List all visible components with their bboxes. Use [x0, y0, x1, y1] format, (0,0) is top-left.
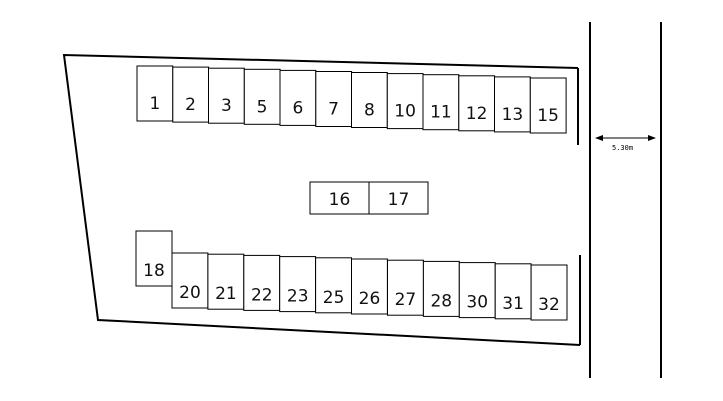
parking-space-number: 15: [537, 106, 559, 126]
parking-space-number: 18: [143, 261, 165, 281]
parking-space-number: 31: [502, 294, 524, 314]
parking-space: [529, 77, 567, 134]
parking-space: [136, 65, 174, 122]
parking-space-number: 10: [394, 102, 416, 122]
parking-space: [351, 258, 388, 315]
parking-space-number: 8: [364, 101, 375, 121]
dimension-arrow-right: [648, 135, 656, 141]
parking-space-side-group: 18: [135, 230, 173, 287]
parking-space: [458, 262, 496, 319]
parking-space-number: 12: [466, 104, 488, 124]
parking-space-number: 30: [466, 293, 488, 313]
parking-space: [494, 76, 531, 133]
parking-space-number: 17: [388, 190, 410, 210]
dimension-arrow-left: [595, 135, 603, 141]
parking-space-number: 13: [502, 105, 524, 125]
parking-space: [351, 72, 388, 128]
parking-space-number: 6: [292, 98, 303, 118]
parking-space-number: 3: [221, 96, 232, 116]
parking-space-number: 23: [287, 287, 309, 307]
parking-space: [422, 260, 460, 317]
parking-space: [279, 69, 317, 126]
parking-space: [368, 181, 429, 215]
parking-space-number: 1: [149, 94, 160, 114]
lot-boundary: [62, 53, 581, 346]
parking-space: [207, 253, 245, 310]
parking-space-number: 26: [359, 289, 381, 309]
parking-space: [315, 71, 353, 127]
parking-space: [243, 254, 281, 311]
parking-space-number: 22: [251, 285, 273, 305]
parking-space: [243, 68, 281, 125]
parking-space-number: 27: [395, 290, 417, 310]
parking-space-number: 25: [323, 288, 345, 308]
parking-space-number: 20: [179, 283, 201, 303]
road-width-dimension: 5.30m: [595, 135, 656, 152]
parking-row-bottom: 20 21 22 23 25 26 27 28 30 31 32: [171, 252, 568, 321]
parking-space-number: 2: [185, 95, 196, 115]
parking-space: [458, 75, 496, 132]
parking-space-number: 28: [430, 291, 452, 311]
parking-space-number: 5: [257, 97, 268, 117]
parking-space-number: 32: [538, 295, 560, 315]
parking-space-number: 7: [328, 100, 339, 120]
parking-space: [530, 264, 568, 321]
parking-space-number: 21: [215, 284, 237, 304]
parking-space: [386, 73, 424, 130]
parking-space: [422, 74, 460, 131]
parking-space-number: 16: [329, 190, 351, 210]
parking-space-number: 11: [430, 103, 452, 123]
road-width-label: 5.30m: [612, 144, 633, 152]
parking-space: [309, 181, 370, 215]
